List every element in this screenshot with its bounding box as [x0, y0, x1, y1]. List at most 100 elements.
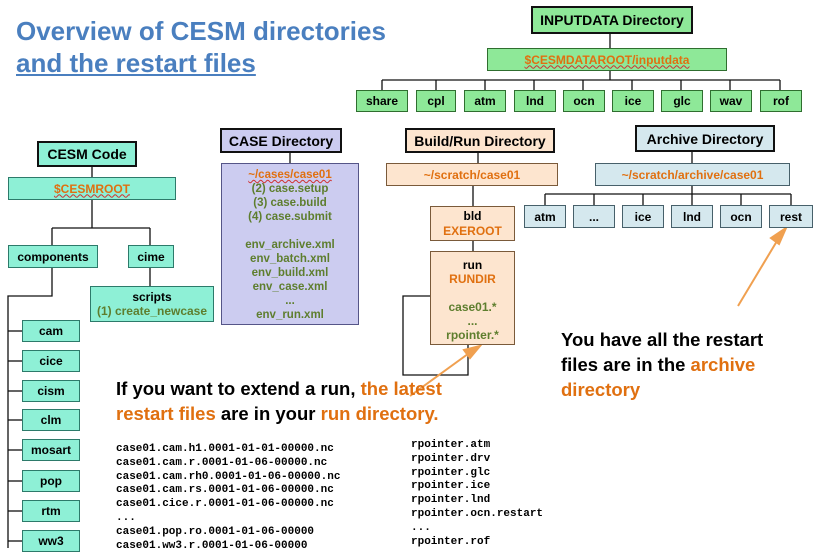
- cesm-root: $CESMROOT: [8, 177, 176, 200]
- restart-file: case01.cam.rs.0001-01-06-00000.nc: [116, 484, 334, 497]
- inputdata-lnd: lnd: [514, 90, 556, 112]
- inputdata-share: share: [356, 90, 408, 112]
- component-mosart: mosart: [22, 439, 80, 461]
- archive-note-text: files are in the: [561, 354, 691, 375]
- inputdata-ice: ice: [612, 90, 654, 112]
- restart-file: ...: [116, 511, 136, 524]
- archive-title: Archive Directory: [635, 125, 775, 152]
- arrowhead-rest: [769, 225, 789, 246]
- archive-note-highlight: archive: [690, 354, 756, 375]
- inputdata-wav: wav: [710, 90, 752, 112]
- arrowhead-run: [462, 344, 483, 360]
- inputdata-root-label: $CESMDATAROOT/inputdata: [524, 52, 690, 67]
- archive-ocn: ocn: [720, 205, 762, 228]
- cesm-scripts: scripts (1) create_newcase: [90, 286, 214, 322]
- rpointer-file: rpointer.atm: [411, 439, 491, 451]
- run-note-line1: If you want to extend a run, the latest: [116, 376, 516, 401]
- run-box: run RUNDIR case01.* ... rpointer.*: [430, 251, 515, 345]
- rundir-label: RUNDIR: [449, 272, 496, 286]
- cesm-components: components: [8, 245, 98, 268]
- case-step-submit: (4) case.submit: [248, 211, 332, 223]
- cesm-cime: cime: [128, 245, 174, 268]
- run-file-rpointer: rpointer.*: [446, 328, 499, 342]
- case-step-build: (3) case.build: [253, 197, 327, 209]
- case-step-setup: (2) case.setup: [251, 183, 329, 195]
- bld-box: bld EXEROOT: [430, 206, 515, 241]
- build-run-title: Build/Run Directory: [405, 128, 555, 153]
- env-ellipsis: ...: [285, 295, 295, 307]
- archive-rest: rest: [769, 205, 813, 228]
- build-run-path: ~/scratch/case01: [386, 163, 558, 186]
- archive-ellipsis: ...: [573, 205, 615, 228]
- archive-path-label: ~/scratch/archive/case01: [621, 167, 764, 182]
- run-note-text2: are in your: [215, 403, 321, 424]
- restart-file: case01.cice.r.0001-01-06-00000.nc: [116, 498, 334, 511]
- rpointer-file-list: rpointer.atm rpointer.drv rpointer.glc r…: [411, 439, 543, 549]
- env-batch-file: env_batch.xml: [250, 253, 330, 265]
- inputdata-glc: glc: [661, 90, 703, 112]
- restart-file: case01.pop.ro.0001-01-06-00000: [116, 525, 315, 538]
- rpointer-file: rpointer.ice: [411, 480, 491, 493]
- archive-note-line1: You have all the restart: [561, 329, 764, 350]
- slide-title-line1: Overview of CESM directories: [16, 16, 386, 46]
- case-path: ~/cases/case01: [248, 169, 332, 181]
- env-archive-file: env_archive.xml: [245, 239, 335, 251]
- rpointer-file: rpointer.rof: [411, 535, 491, 548]
- case-dir-box: ~/cases/case01 (2) case.setup (3) case.b…: [221, 163, 359, 325]
- component-pop: pop: [22, 470, 80, 492]
- rpointer-file: rpointer.ocn.restart: [411, 507, 544, 520]
- run-file-ellipsis: ...: [467, 314, 478, 328]
- run-note-hl2: restart files: [116, 403, 216, 424]
- arrow-to-rest: [737, 235, 781, 307]
- rpointer-file: rpointer.glc: [411, 466, 491, 479]
- restart-file: case01.cam.h1.0001-01-01-00000.nc: [116, 443, 334, 455]
- component-cice: cice: [22, 350, 80, 372]
- component-ww3: ww3: [22, 530, 80, 552]
- run-note-text1: If you want to extend a run,: [116, 378, 361, 399]
- archive-note-line2: files are in the archive: [561, 352, 811, 377]
- run-label: run: [462, 258, 483, 272]
- rpointer-file: ...: [411, 521, 431, 534]
- component-cism: cism: [22, 380, 80, 402]
- cesm-code-title: CESM Code: [37, 141, 137, 167]
- slide-title-line2: and the restart files: [16, 48, 256, 78]
- restart-file: case01.ww3.r.0001-01-06-00000: [116, 539, 308, 552]
- archive-ice: ice: [622, 205, 664, 228]
- arrow-to-run: [409, 350, 473, 397]
- build-run-path-label: ~/scratch/case01: [423, 167, 521, 182]
- inputdata-ocn: ocn: [563, 90, 605, 112]
- bld-label: bld: [463, 208, 482, 223]
- run-note: If you want to extend a run, the latest …: [116, 376, 516, 426]
- cesm-root-label: $CESMROOT: [53, 181, 130, 196]
- case-dir-title: CASE Directory: [220, 128, 342, 153]
- archive-note-line3: directory: [561, 379, 641, 400]
- archive-path: ~/scratch/archive/case01: [595, 163, 790, 186]
- restart-file: case01.cam.r.0001-01-06-00000.nc: [116, 456, 328, 469]
- slide-title: Overview of CESM directories and the res…: [16, 15, 386, 79]
- inputdata-cpl: cpl: [416, 90, 456, 112]
- run-note-line2: restart files are in your run directory.: [116, 401, 516, 426]
- rpointer-file: rpointer.drv: [411, 452, 491, 465]
- env-build-file: env_build.xml: [251, 267, 329, 279]
- create-newcase-label: (1) create_newcase: [96, 304, 208, 318]
- rpointer-file: rpointer.lnd: [411, 494, 491, 507]
- restart-file-list: case01.cam.h1.0001-01-01-00000.nc case01…: [116, 443, 340, 553]
- inputdata-title: INPUTDATA Directory: [531, 6, 693, 34]
- run-note-hl1: the latest: [360, 378, 442, 399]
- component-rtm: rtm: [22, 500, 80, 522]
- run-note-hl3: run directory.: [320, 403, 439, 424]
- component-cam: cam: [22, 320, 80, 342]
- archive-atm: atm: [524, 205, 566, 228]
- run-file-case: case01.*: [448, 300, 497, 314]
- inputdata-atm: atm: [464, 90, 506, 112]
- env-case-file: env_case.xml: [252, 281, 328, 293]
- restart-file: case01.cam.rh0.0001-01-06-00000.nc: [116, 470, 341, 483]
- cesm-scripts-label: scripts: [132, 290, 172, 304]
- inputdata-root: $CESMDATAROOT/inputdata: [487, 48, 727, 71]
- archive-note: You have all the restart files are in th…: [561, 327, 811, 402]
- inputdata-rof: rof: [760, 90, 802, 112]
- env-run-file: env_run.xml: [256, 309, 324, 321]
- component-clm: clm: [22, 409, 80, 431]
- exeroot-label: EXEROOT: [443, 223, 502, 238]
